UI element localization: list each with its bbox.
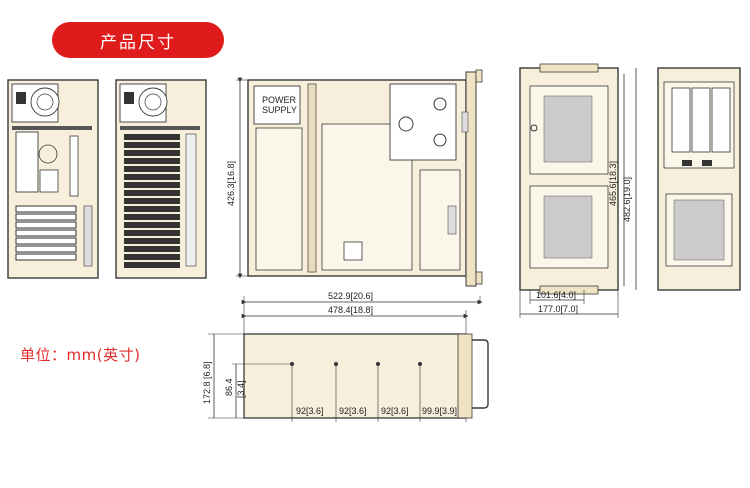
dim-top-depth-overall: 522.9[20.6] [328, 291, 373, 301]
expansion-slots-2 [124, 134, 180, 268]
dim-side-height-label: 426.3[16.8] [226, 161, 236, 206]
dim-side-height: 426.3[16.8] [226, 77, 248, 279]
dim-top-height: 172.8 [6.8] 86.4 [3.4] [202, 333, 292, 419]
rear-view-chassis-2 [115, 79, 207, 279]
section-title: 产品尺寸 [100, 32, 176, 53]
dim-pitch-4: 99.9[3.9] [422, 406, 457, 416]
section-title-badge: 产品尺寸 [52, 22, 224, 58]
dim-top-depth: 522.9[20.6] 478.4[18.8] [241, 291, 483, 334]
rear-view-chassis-1 [7, 79, 99, 279]
dim-front-width-outer: 177.0[7.0] [538, 304, 578, 314]
dim-top-height-label: 172.8 [6.8] [202, 361, 212, 404]
dim-front: 465.6[18.3] 482.6[19.0] 101.6[4.0] 177.0… [519, 68, 637, 318]
power-supply-label-line1: POWER [262, 95, 297, 105]
power-supply-label-line2: SUPPLY [262, 105, 297, 115]
side-view-chassis: POWER SUPPLY [247, 69, 483, 287]
dim-front-width-inner: 101.6[4.0] [536, 290, 576, 300]
front-view-chassis-2 [657, 67, 741, 291]
dim-pitch-1: 92[3.6] [296, 406, 324, 416]
dim-top-hole-offset-a: 86.4 [224, 378, 234, 396]
dim-top-depth-body: 478.4[18.8] [328, 305, 373, 315]
dim-top-pitch: 92[3.6] 92[3.6] 92[3.6] 99.9[3.9] [291, 364, 467, 422]
dim-top-hole-offset-b: [3.4] [236, 380, 246, 398]
dim-front-height-inner: 465.6[18.3] [608, 161, 618, 206]
dim-pitch-2: 92[3.6] [339, 406, 367, 416]
dim-front-height-outer: 482.6[19.0] [622, 177, 632, 222]
expansion-slots-1 [15, 205, 77, 261]
unit-note: 单位：mm(英寸) [20, 346, 141, 364]
front-view-chassis-1 [519, 63, 619, 295]
top-view-chassis [243, 333, 489, 419]
dim-pitch-3: 92[3.6] [381, 406, 409, 416]
